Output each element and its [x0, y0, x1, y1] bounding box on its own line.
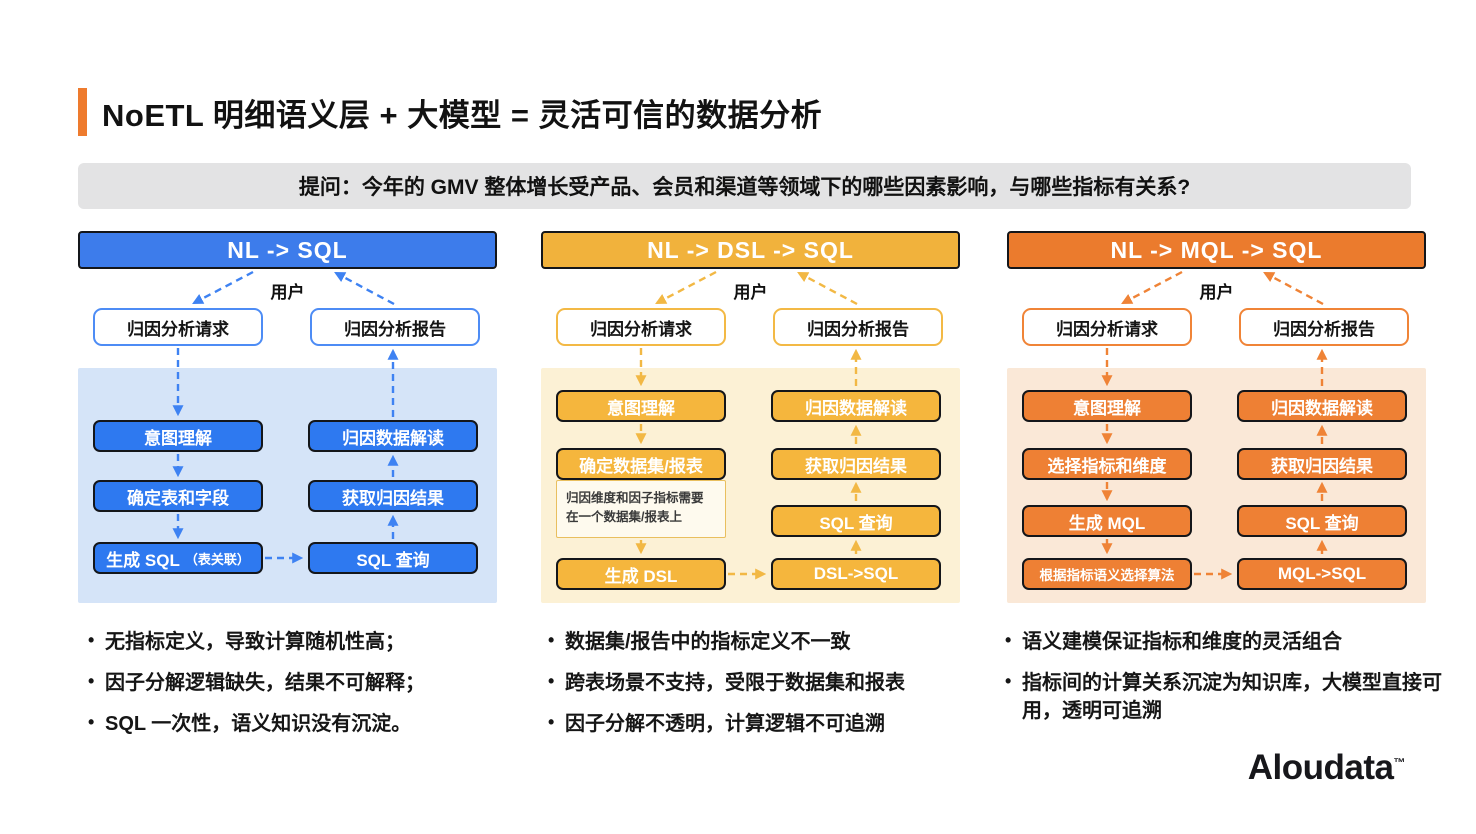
bullet-icon: •: [548, 712, 555, 732]
bullet-text: 指标间的计算关系沉淀为知识库，大模型直接可用，透明可追溯: [1022, 672, 1442, 722]
step-get-result: 获取归因结果: [771, 448, 941, 480]
step-mql-to-sql: MQL->SQL: [1237, 558, 1407, 590]
bullet-icon: •: [1005, 630, 1012, 650]
list-item: • 跨表场景不支持，受限于数据集和报表: [548, 669, 988, 697]
bullet-icon: •: [1005, 671, 1012, 691]
request-box: 归因分析请求: [93, 308, 263, 346]
report-box: 归因分析报告: [310, 308, 480, 346]
column-nl-mql-sql: NL -> MQL -> SQL 用户 归因分析请求 归因分析报告: [1007, 231, 1426, 603]
report-box: 归因分析报告: [773, 308, 943, 346]
list-item: • 因子分解不透明，计算逻辑不可追溯: [548, 710, 988, 738]
user-label: 用户: [1199, 283, 1234, 302]
bullet-text: 跨表场景不支持，受限于数据集和报表: [565, 672, 905, 694]
question-text: 提问：今年的 GMV 整体增长受产品、会员和渠道等领域下的哪些因素影响，与哪些指…: [298, 176, 1191, 199]
note-line-2: 在一个数据集/报表上: [566, 510, 682, 525]
list-item: • 无指标定义，导致计算随机性高；: [88, 628, 518, 656]
step-intent: 意图理解: [93, 420, 263, 452]
drawbacks-list-nl-dsl-sql: • 数据集/报告中的指标定义不一致 • 跨表场景不支持，受限于数据集和报表 • …: [548, 628, 988, 751]
bullet-icon: •: [548, 630, 555, 650]
list-item: • 数据集/报告中的指标定义不一致: [548, 628, 988, 656]
list-item: • 因子分解逻辑缺失，结果不可解释；: [88, 669, 518, 697]
step-select-algorithm: 根据指标语义选择算法: [1022, 558, 1192, 590]
column-header: NL -> SQL: [78, 231, 497, 269]
step-intent: 意图理解: [1022, 390, 1192, 422]
step-generate-sql: 生成 SQL （表关联）: [93, 542, 263, 574]
page-title: NoETL 明细语义层 + 大模型 = 灵活可信的数据分析: [102, 97, 823, 133]
list-item: • 语义建模保证指标和维度的灵活组合: [1005, 628, 1445, 656]
step-data-interpret: 归因数据解读: [771, 390, 941, 422]
title-accent-bar: [78, 88, 87, 136]
request-box: 归因分析请求: [556, 308, 726, 346]
report-box: 归因分析报告: [1239, 308, 1409, 346]
bullet-text: 语义建模保证指标和维度的灵活组合: [1022, 631, 1342, 653]
step-tables-fields: 确定表和字段: [93, 480, 263, 512]
step-get-result: 获取归因结果: [308, 480, 478, 512]
step-get-result: 获取归因结果: [1237, 448, 1407, 480]
step-generate-sql-main: 生成 SQL: [106, 550, 180, 570]
step-sql-query: SQL 查询: [308, 542, 478, 574]
step-select-metric-dim: 选择指标和维度: [1022, 448, 1192, 480]
user-label: 用户: [270, 283, 305, 302]
question-banner: 提问：今年的 GMV 整体增长受产品、会员和渠道等领域下的哪些因素影响，与哪些指…: [78, 163, 1411, 209]
bullet-text: 无指标定义，导致计算随机性高；: [105, 631, 405, 653]
column-nl-sql: NL -> SQL 用户 归因分析请求 归因分析报告 意图理解: [78, 231, 497, 603]
request-box: 归因分析请求: [1022, 308, 1192, 346]
user-label: 用户: [733, 283, 768, 302]
step-sql-query: SQL 查询: [1237, 505, 1407, 537]
bullet-text: 数据集/报告中的指标定义不一致: [565, 631, 851, 653]
list-item: • 指标间的计算关系沉淀为知识库，大模型直接可用，透明可追溯: [1005, 669, 1445, 725]
step-data-interpret: 归因数据解读: [308, 420, 478, 452]
list-item: • SQL 一次性，语义知识没有沉淀。: [88, 710, 518, 738]
title-row: NoETL 明细语义层 + 大模型 = 灵活可信的数据分析: [78, 88, 822, 136]
logo-text: Aloudata: [1247, 748, 1394, 787]
bullet-icon: •: [88, 630, 95, 650]
bullet-text: 因子分解不透明，计算逻辑不可追溯: [565, 713, 885, 735]
constraint-note: 归因维度和因子指标需要 在一个数据集/报表上: [556, 480, 726, 538]
note-line-1: 归因维度和因子指标需要: [566, 491, 704, 505]
column-header: NL -> MQL -> SQL: [1007, 231, 1426, 269]
step-sql-query: SQL 查询: [771, 505, 941, 537]
step-dsl-to-sql: DSL->SQL: [771, 558, 941, 590]
drawbacks-list-nl-sql: • 无指标定义，导致计算随机性高； • 因子分解逻辑缺失，结果不可解释； • S…: [88, 628, 518, 751]
step-generate-mql: 生成 MQL: [1022, 505, 1192, 537]
bullet-icon: •: [88, 712, 95, 732]
column-nl-dsl-sql: NL -> DSL -> SQL 用户 归因分析请求 归因分析报告: [541, 231, 960, 603]
step-generate-sql-sub: （表关联）: [184, 551, 250, 567]
step-intent: 意图理解: [556, 390, 726, 422]
step-data-interpret: 归因数据解读: [1237, 390, 1407, 422]
aloudata-logo: Aloudata™: [1247, 748, 1406, 788]
step-dataset-report: 确定数据集/报表: [556, 448, 726, 480]
logo-tm: ™: [1393, 755, 1406, 770]
bullet-icon: •: [88, 671, 95, 691]
bullet-text: 因子分解逻辑缺失，结果不可解释；: [105, 672, 425, 694]
benefits-list-nl-mql-sql: • 语义建模保证指标和维度的灵活组合 • 指标间的计算关系沉淀为知识库，大模型直…: [1005, 628, 1445, 738]
bullet-text: SQL 一次性，语义知识没有沉淀。: [105, 713, 412, 735]
step-generate-dsl: 生成 DSL: [556, 558, 726, 590]
column-header: NL -> DSL -> SQL: [541, 231, 960, 269]
bullet-icon: •: [548, 671, 555, 691]
